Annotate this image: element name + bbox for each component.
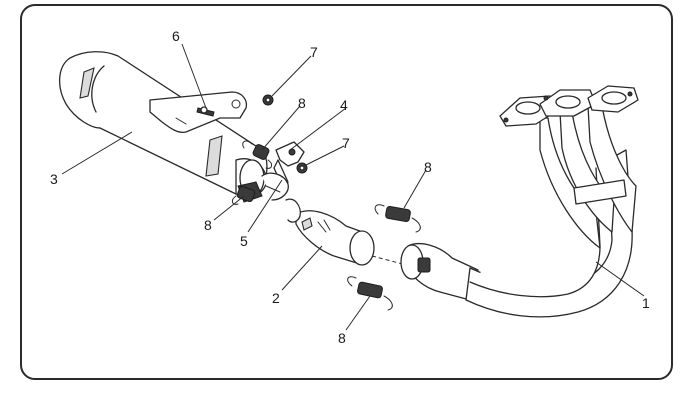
nut-upper <box>262 94 274 106</box>
callout-2: 2 <box>272 290 280 306</box>
spring-right <box>374 204 421 233</box>
assembly-axis <box>371 255 419 269</box>
leader-lines <box>61 43 645 331</box>
callout-7-lower: 7 <box>342 135 350 151</box>
link-pipe <box>285 198 375 266</box>
nut-lower <box>296 162 308 174</box>
callout-8-left: 8 <box>204 217 212 233</box>
exhaust-header <box>400 85 639 318</box>
callout-1: 1 <box>642 295 650 311</box>
spring-muffler-upper <box>242 140 273 169</box>
callout-6: 6 <box>172 28 180 44</box>
callout-4: 4 <box>340 97 348 113</box>
callout-8-upper: 8 <box>298 95 306 111</box>
callout-8-right: 8 <box>424 159 432 175</box>
callout-8-bottom: 8 <box>338 330 346 346</box>
spring-bottom <box>347 276 393 311</box>
callout-7-upper: 7 <box>310 44 318 60</box>
mount-bracket <box>149 91 248 134</box>
callout-5: 5 <box>240 233 248 249</box>
callout-3: 3 <box>50 171 58 187</box>
